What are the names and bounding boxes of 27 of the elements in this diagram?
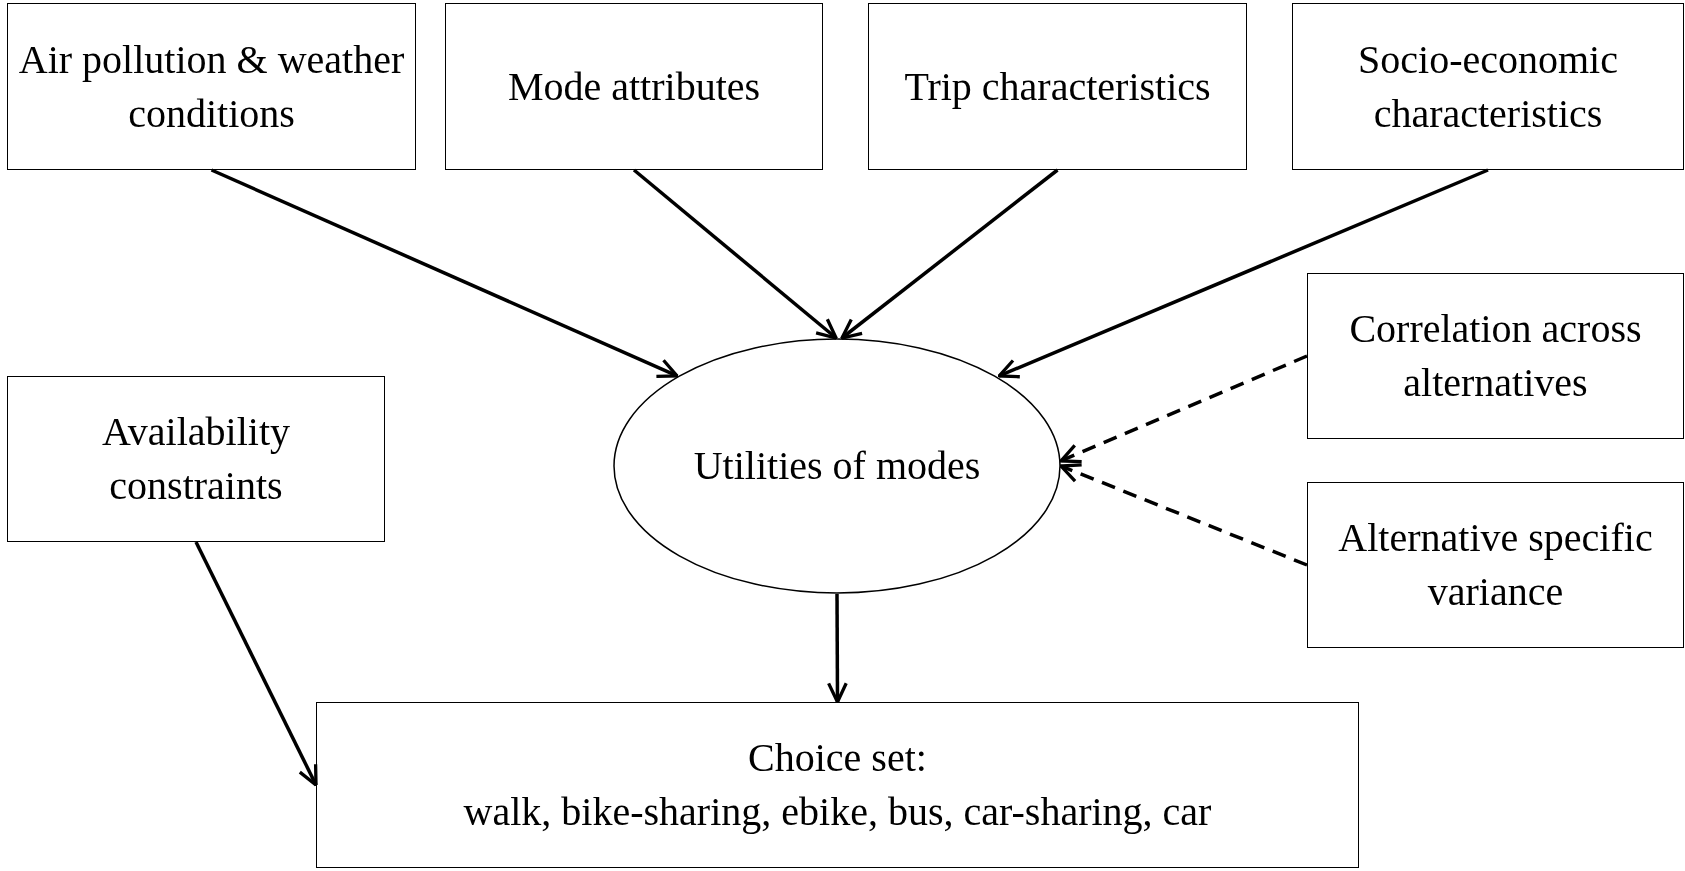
- process-box: [1307, 482, 1684, 648]
- process-box: [7, 3, 416, 170]
- arrow: [826, 594, 848, 704]
- process-box: [868, 3, 1247, 170]
- node-label: Air pollution & weather conditions: [18, 35, 405, 138]
- arrow: [1059, 354, 1308, 464]
- arrow: [1059, 463, 1308, 567]
- node-label: Alternative specific variance: [1337, 514, 1654, 616]
- node-label: Utilities of modes: [693, 442, 981, 490]
- arrow: [840, 168, 1059, 340]
- node-label: Socio-economic characteristics: [1357, 35, 1619, 138]
- node-label: walk, bike-sharing, ebike, bus, car-sharing, car: [463, 788, 1212, 836]
- node-label: Mode attributes: [507, 62, 761, 111]
- node-label: Availability constraints: [100, 408, 292, 510]
- process-box: [1307, 273, 1684, 439]
- arrow: [210, 168, 679, 378]
- process-box: [445, 3, 823, 170]
- process-box: [1292, 3, 1684, 170]
- arrow: [632, 168, 838, 340]
- node-label: Choice set:: [748, 734, 927, 782]
- arrow: [194, 541, 318, 787]
- ellipse-node: [613, 338, 1061, 594]
- node-label: Correlation across alternatives: [1348, 305, 1643, 407]
- arrow: [997, 168, 1489, 379]
- node-label: Trip characteristics: [904, 62, 1211, 111]
- process-box: [316, 702, 1359, 868]
- process-box: [7, 376, 385, 542]
